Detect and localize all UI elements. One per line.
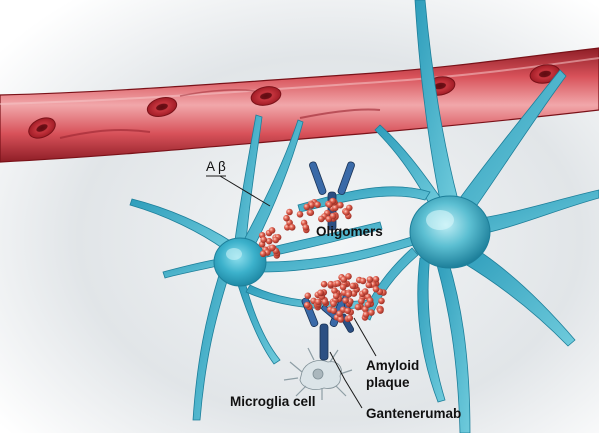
red-blood-cells — [28, 64, 561, 139]
amyloid-particle-icon — [332, 292, 340, 300]
oligomers-label: Oligomers — [316, 224, 383, 239]
amyloid-particle-icon — [345, 291, 352, 298]
amyloid-particle-icon — [286, 208, 293, 216]
red-blood-cell-icon — [529, 64, 561, 84]
labels: A β Oligomers Amyloid plaque Microglia c… — [206, 159, 461, 421]
amyloid-particle-icon — [272, 236, 279, 244]
red-blood-cell-icon — [28, 117, 56, 139]
amyloid-leader-line — [353, 317, 377, 357]
amyloid-particle-icon — [372, 285, 380, 293]
amyloid-particle-icon — [334, 280, 342, 287]
amyloid-particle-icon — [365, 281, 373, 289]
amyloid-particle-icon — [330, 307, 338, 314]
amyloid-particle-icon — [326, 201, 333, 208]
amyloid-particle-icon — [378, 297, 385, 305]
amyloid-particle-icon — [321, 298, 329, 306]
amyloid-label-line1: Amyloid — [366, 358, 419, 373]
amyloid-particle-icon — [345, 273, 352, 280]
amyloid-particle-icon — [330, 300, 337, 308]
amyloid-particle-icon — [329, 212, 337, 220]
amyloid-particle-icon — [359, 277, 367, 285]
amyloid-particle-icon — [317, 289, 324, 297]
amyloid-particle-icon — [260, 236, 267, 243]
amyloid-particle-icon — [346, 314, 354, 322]
amyloid-particle-icon — [304, 292, 312, 300]
amyloid-particle-icon — [336, 310, 343, 317]
microglia-label: Microglia cell — [230, 394, 316, 409]
neuron-right-dendrites — [297, 0, 599, 433]
abeta-label: A β — [206, 159, 226, 174]
microglia-cell — [283, 347, 353, 400]
amyloid-particle-icon — [303, 301, 311, 309]
amyloid-particle-icon — [342, 297, 349, 304]
amyloid-particle-icon — [354, 303, 362, 311]
amyloid-particle-icon — [288, 224, 296, 231]
amyloid-particle-icon — [302, 224, 310, 231]
amyloid-particle-icon — [358, 297, 365, 305]
red-blood-cell-icon — [146, 96, 178, 118]
amyloid-particle-icon — [368, 309, 375, 316]
amyloid-particle-icon — [318, 215, 325, 223]
amyloid-particle-icon — [268, 227, 276, 234]
gantenerumab-leader-line — [329, 351, 363, 409]
amyloid-particle-icon — [296, 211, 304, 218]
red-blood-cell-icon — [250, 86, 282, 106]
amyloid-particle-icon — [337, 201, 344, 209]
neuron-right-soma — [409, 195, 491, 269]
amyloid-particle-icon — [307, 209, 315, 216]
amyloid-particle-icon — [344, 307, 352, 315]
amyloid-particle-icon — [283, 214, 290, 222]
amyloid-particle-icon — [337, 316, 344, 323]
amyloid-particle-icon — [320, 280, 328, 288]
amyloid-particle-icon — [366, 276, 374, 283]
amyloid-particle-icon — [314, 298, 322, 306]
amyloid-particle-icon — [377, 307, 384, 314]
neuron-left-soma — [213, 237, 267, 287]
amyloid-particle-icon — [349, 282, 357, 290]
amyloid-label-line2: plaque — [366, 375, 410, 390]
amyloid-particle-icon — [343, 209, 350, 216]
gantenerumab-label: Gantenerumab — [366, 406, 461, 421]
abeta-leader-line — [219, 175, 271, 207]
amyloid-particle-icon — [361, 288, 369, 295]
amyloid-particle-icon — [303, 203, 311, 211]
amyloid-particle-icon — [314, 201, 321, 208]
amyloid-particle-icon — [269, 244, 276, 252]
amyloid-particle-icon — [364, 301, 372, 308]
amyloid-particle-icon — [259, 250, 267, 258]
